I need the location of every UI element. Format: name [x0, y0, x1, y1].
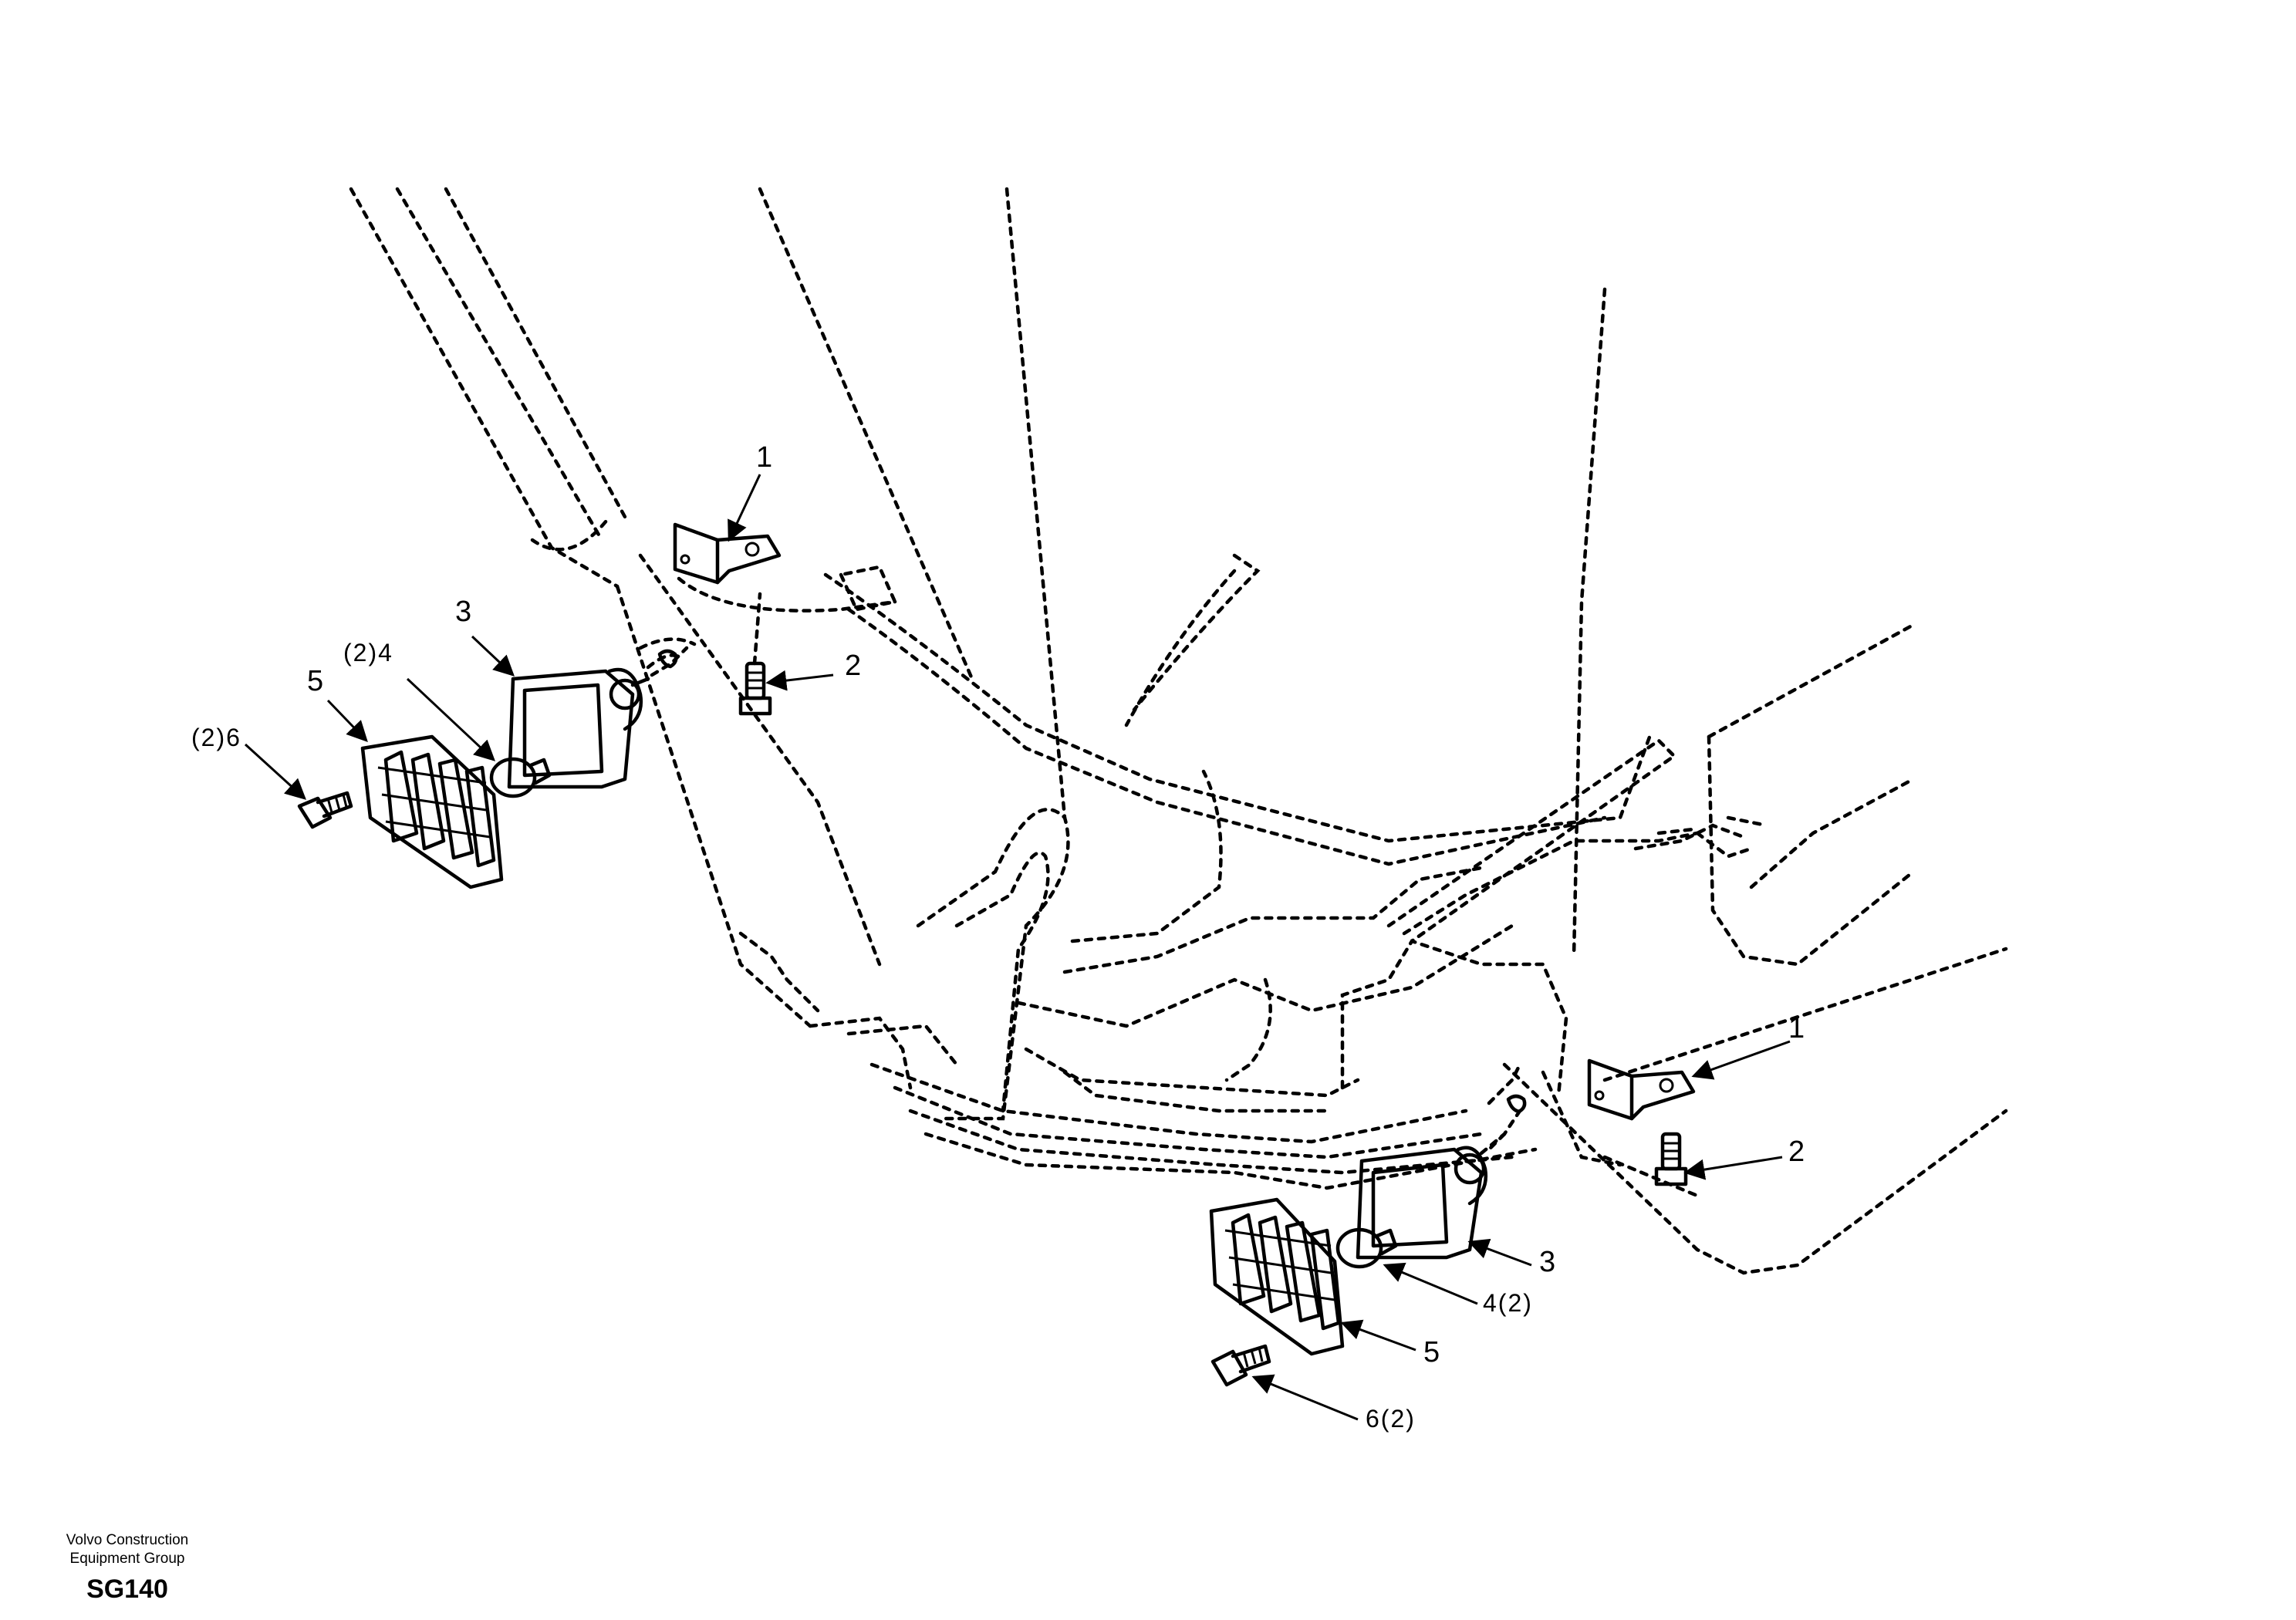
guard-right	[1209, 1197, 1345, 1356]
callout-screw-left: (2)6	[191, 724, 241, 751]
drawing-code: SG140	[86, 1574, 168, 1604]
bracket-left	[673, 522, 782, 585]
bolt-right	[1654, 1132, 1688, 1186]
callout-bracket-right: 1	[1788, 1012, 1805, 1045]
callout-screw-right: 6(2)	[1366, 1405, 1416, 1433]
leader-arrows	[244, 474, 1791, 1421]
screw-right	[1210, 1344, 1271, 1387]
callout-guard-left: 5	[307, 665, 323, 697]
callout-lamp-left: 3	[455, 596, 471, 628]
callout-bolt-right: 2	[1788, 1136, 1805, 1168]
wiring-harness	[638, 637, 1769, 1152]
callout-labels: 1 2 3 (2)4 5 (2)6 1 2 3 4(2) 5 6(2)	[191, 441, 1805, 1433]
guard-left	[360, 734, 504, 889]
drawing-footer: Volvo Construction Equipment Group SG140	[46, 1531, 208, 1605]
callout-bracket-left: 1	[756, 441, 772, 474]
bulb-right	[1335, 1227, 1398, 1269]
bracket-right	[1587, 1058, 1696, 1121]
bolt-left	[738, 592, 772, 716]
bulb-left	[489, 757, 552, 798]
callout-guard-right: 5	[1423, 1336, 1440, 1369]
brand-line-2: Equipment Group	[69, 1551, 185, 1567]
callout-bulb-right: 4(2)	[1483, 1289, 1533, 1317]
callout-bulb-left: (2)4	[343, 639, 393, 667]
callout-bolt-left: 2	[845, 650, 861, 682]
brand-line-1: Volvo Construction	[66, 1532, 189, 1548]
lamp-left	[507, 646, 689, 789]
machine-outline	[349, 187, 2008, 1275]
callout-lamp-right: 3	[1539, 1246, 1555, 1278]
screw-left	[297, 791, 353, 829]
